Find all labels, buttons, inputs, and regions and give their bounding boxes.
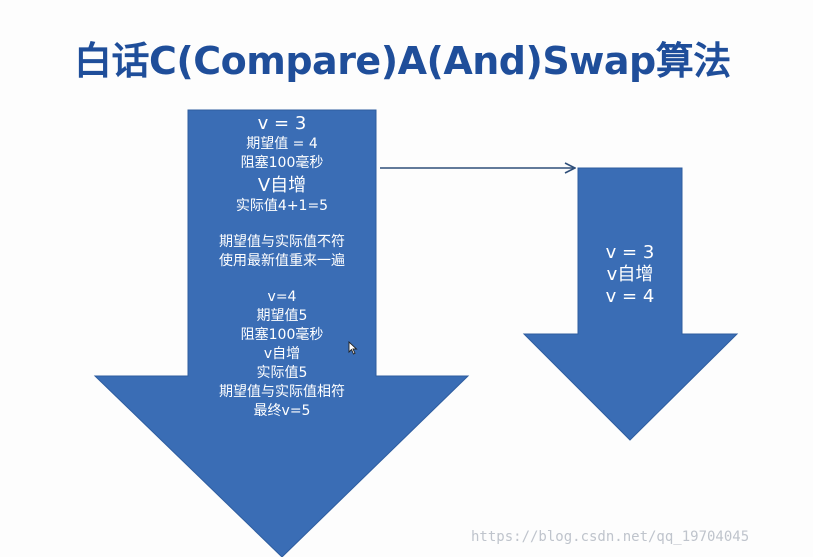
left-line-v4: v=4 [267, 289, 297, 305]
right-line-v4: v = 4 [605, 286, 655, 307]
left-line-block2: 阻塞100毫秒 [240, 327, 324, 343]
mouse-pointer-icon [348, 341, 358, 355]
right-down-arrow [522, 167, 739, 441]
watermark: https://blog.csdn.net/qq_19704045 [471, 529, 750, 545]
left-line-expected5: 期望值5 [256, 308, 308, 324]
left-arrow-text: v = 3 期望值 = 4 阻塞100毫秒 V自增 实际值4+1=5 期望值与实… [188, 113, 376, 421]
left-line-actual: 实际值4+1=5 [235, 198, 329, 214]
left-down-arrow [93, 109, 470, 557]
right-arrow-text: v = 3 v自增 v = 4 [578, 242, 682, 308]
left-line-block: 阻塞100毫秒 [240, 155, 324, 171]
left-line-mismatch: 期望值与实际值不符 [219, 234, 345, 250]
left-line-v3: v = 3 [257, 113, 307, 134]
left-line-increment: V自增 [257, 175, 307, 196]
left-line-expected: 期望值 = 4 [246, 136, 318, 152]
left-line-increment2: v自增 [263, 346, 301, 362]
left-line-match: 期望值与实际值相符 [219, 384, 345, 400]
left-line-actual5: 实际值5 [256, 365, 308, 381]
slide-title: 白话C(Compare)A(And)Swap算法 [74, 39, 731, 83]
right-line-v3: v = 3 [605, 242, 655, 263]
left-line-final: 最终v=5 [253, 403, 311, 419]
left-line-retry: 使用最新值重来一遍 [219, 253, 345, 269]
right-line-increment: v自增 [606, 264, 654, 285]
